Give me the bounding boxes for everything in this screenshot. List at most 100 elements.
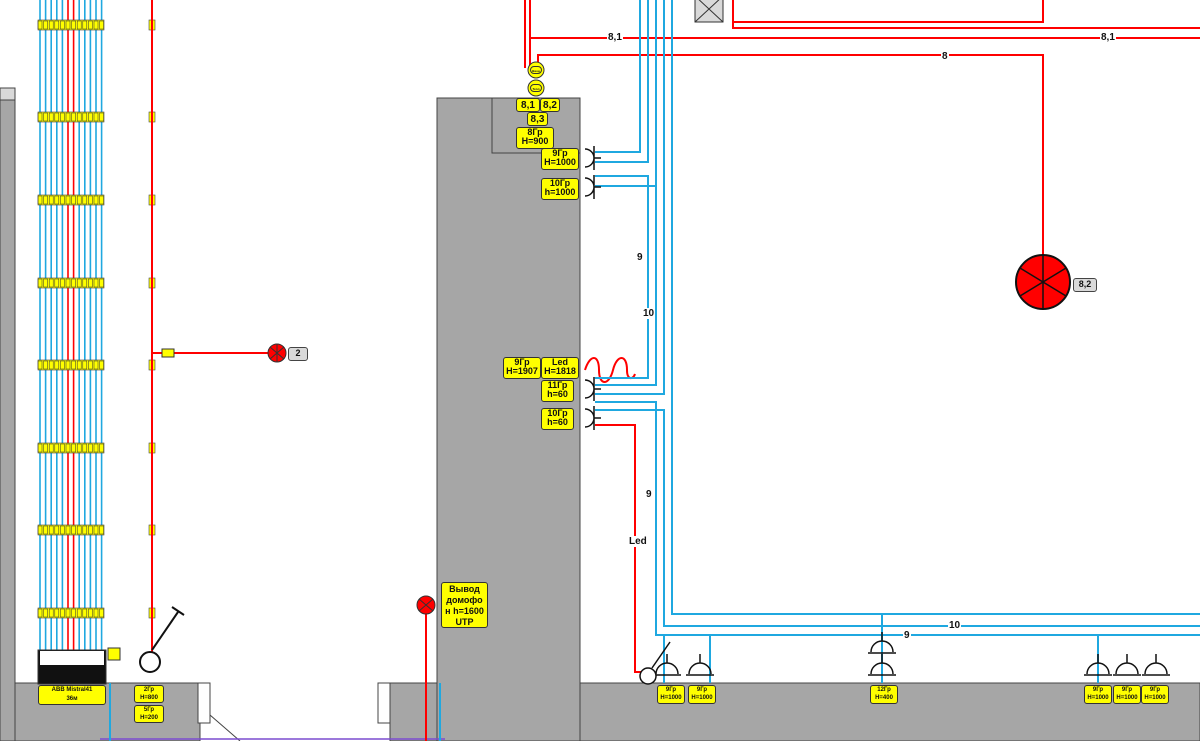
bundle-tag bbox=[82, 360, 88, 370]
wire-number-81-right: 8,1 bbox=[1100, 32, 1116, 43]
bundle-tag bbox=[65, 112, 71, 122]
label-8-3: 8,3 bbox=[527, 112, 548, 126]
switch-2gr bbox=[139, 651, 161, 673]
bundle-tag bbox=[54, 608, 60, 618]
bundle-tag bbox=[93, 443, 99, 453]
label-9gr-top: 9Гр H=1000 bbox=[541, 148, 579, 170]
bundle-tag bbox=[43, 278, 48, 288]
bundle-tag bbox=[82, 278, 88, 288]
red-led-coil bbox=[584, 357, 636, 383]
bundle-tag bbox=[54, 112, 60, 122]
label-9gr-bottom-1: 9Гр H=1000 bbox=[657, 685, 685, 704]
switch-arm-tip bbox=[171, 606, 185, 616]
wire-number-9-upper: 9 bbox=[636, 252, 644, 263]
floor-mid bbox=[389, 682, 439, 741]
door-swing-left bbox=[209, 714, 241, 741]
blue-9b bbox=[595, 401, 1200, 636]
bundle-tag bbox=[93, 20, 99, 30]
bundle-tag bbox=[43, 195, 48, 205]
switch-led-arm bbox=[651, 641, 671, 669]
red-top-junction2 bbox=[733, 0, 1044, 23]
bundle-tag bbox=[93, 278, 99, 288]
bundle-tag bbox=[71, 360, 76, 370]
junction-box-x bbox=[694, 0, 724, 23]
wire-number-10-bottom: 10 bbox=[948, 620, 962, 631]
socket-floor bbox=[686, 654, 714, 676]
bundle-tag bbox=[99, 443, 104, 453]
bundle-tag bbox=[43, 608, 48, 618]
bundle-tag bbox=[82, 443, 88, 453]
bundle-tag bbox=[60, 608, 65, 618]
bundle-tag bbox=[88, 525, 93, 535]
label-top-device-a: Ввод bbox=[530, 66, 542, 74]
bundle-tag bbox=[65, 608, 71, 618]
bundle-tag bbox=[99, 195, 104, 205]
socket-floor bbox=[868, 654, 896, 676]
socket-floor bbox=[1113, 654, 1141, 676]
socket-floor bbox=[1142, 654, 1170, 676]
bundle-tag bbox=[71, 195, 76, 205]
bundle-tag bbox=[65, 20, 71, 30]
abb-panel-top bbox=[40, 651, 104, 665]
bundle-tag bbox=[48, 360, 54, 370]
bundle-tag bbox=[93, 112, 99, 122]
junction-box bbox=[694, 0, 724, 23]
badge-lamp-82: 8,2 bbox=[1073, 278, 1097, 292]
bundle-tag bbox=[99, 278, 104, 288]
door-jamb-right bbox=[377, 682, 391, 724]
wire-number-9-lower: 9 bbox=[645, 489, 653, 500]
bundle-tag bbox=[60, 278, 65, 288]
blue-v1 bbox=[595, 0, 641, 153]
lamp-82-spokes bbox=[1019, 255, 1067, 309]
bundle-tag bbox=[60, 360, 65, 370]
bundle-tag bbox=[54, 443, 60, 453]
bundle-tag bbox=[99, 112, 104, 122]
bundle-tag bbox=[76, 525, 82, 535]
red-top-junction bbox=[732, 0, 1200, 29]
blue-10b bbox=[595, 409, 1200, 627]
label-9gr-right-3: 9Гр H=1000 bbox=[1141, 685, 1169, 704]
red-led-drop bbox=[595, 424, 648, 673]
label-vyvod: Вывод домофо н h=1600 UTP bbox=[441, 582, 488, 628]
label-2gr: 2Гр H=800 bbox=[134, 685, 164, 703]
bundle-tag bbox=[60, 112, 65, 122]
bundle-tag bbox=[43, 20, 48, 30]
bundle-tag bbox=[76, 278, 82, 288]
label-9gr-bottom-2: 9Гр H=1000 bbox=[688, 685, 716, 704]
bundle-tag bbox=[82, 608, 88, 618]
badge-lamp-2: 2 bbox=[288, 347, 308, 361]
devices bbox=[37, 0, 1071, 685]
bundle-tag bbox=[37, 195, 43, 205]
bundle-tag bbox=[99, 525, 104, 535]
bundle-tag bbox=[54, 525, 60, 535]
bundle-tag bbox=[88, 20, 93, 30]
bundle-tag bbox=[82, 525, 88, 535]
bundle-tag bbox=[48, 525, 54, 535]
bundle-tag bbox=[76, 112, 82, 122]
bundle-tag bbox=[54, 20, 60, 30]
label-11gr: 11Гр h=60 bbox=[541, 380, 574, 402]
bundle-tag bbox=[82, 195, 88, 205]
bundle-tag bbox=[71, 443, 76, 453]
blue-9a bbox=[595, 175, 649, 379]
wire-number-9-bottom: 9 bbox=[903, 630, 911, 641]
bundle-tag bbox=[37, 112, 43, 122]
bundle-tag bbox=[71, 20, 76, 30]
blue-wires bbox=[109, 0, 1200, 741]
wire-number-81-left: 8,1 bbox=[607, 32, 623, 43]
label-abb: ABB Mistral41 36м bbox=[38, 685, 106, 705]
bundle-tag bbox=[60, 443, 65, 453]
label-10gr-mid: 10Гр h=60 bbox=[541, 408, 574, 430]
bundle-tag bbox=[76, 360, 82, 370]
bundle-tag bbox=[93, 195, 99, 205]
bundle-tag bbox=[71, 525, 76, 535]
bundle-tag bbox=[37, 360, 43, 370]
bundle-tag bbox=[48, 608, 54, 618]
bundle-tag bbox=[65, 278, 71, 288]
bundle-tag bbox=[76, 195, 82, 205]
bundle-tag bbox=[76, 20, 82, 30]
bundle-tag bbox=[60, 195, 65, 205]
socket-side bbox=[584, 406, 601, 430]
bundle-tag bbox=[76, 443, 82, 453]
label-10gr-top: 10Гр h=1000 bbox=[541, 178, 579, 200]
